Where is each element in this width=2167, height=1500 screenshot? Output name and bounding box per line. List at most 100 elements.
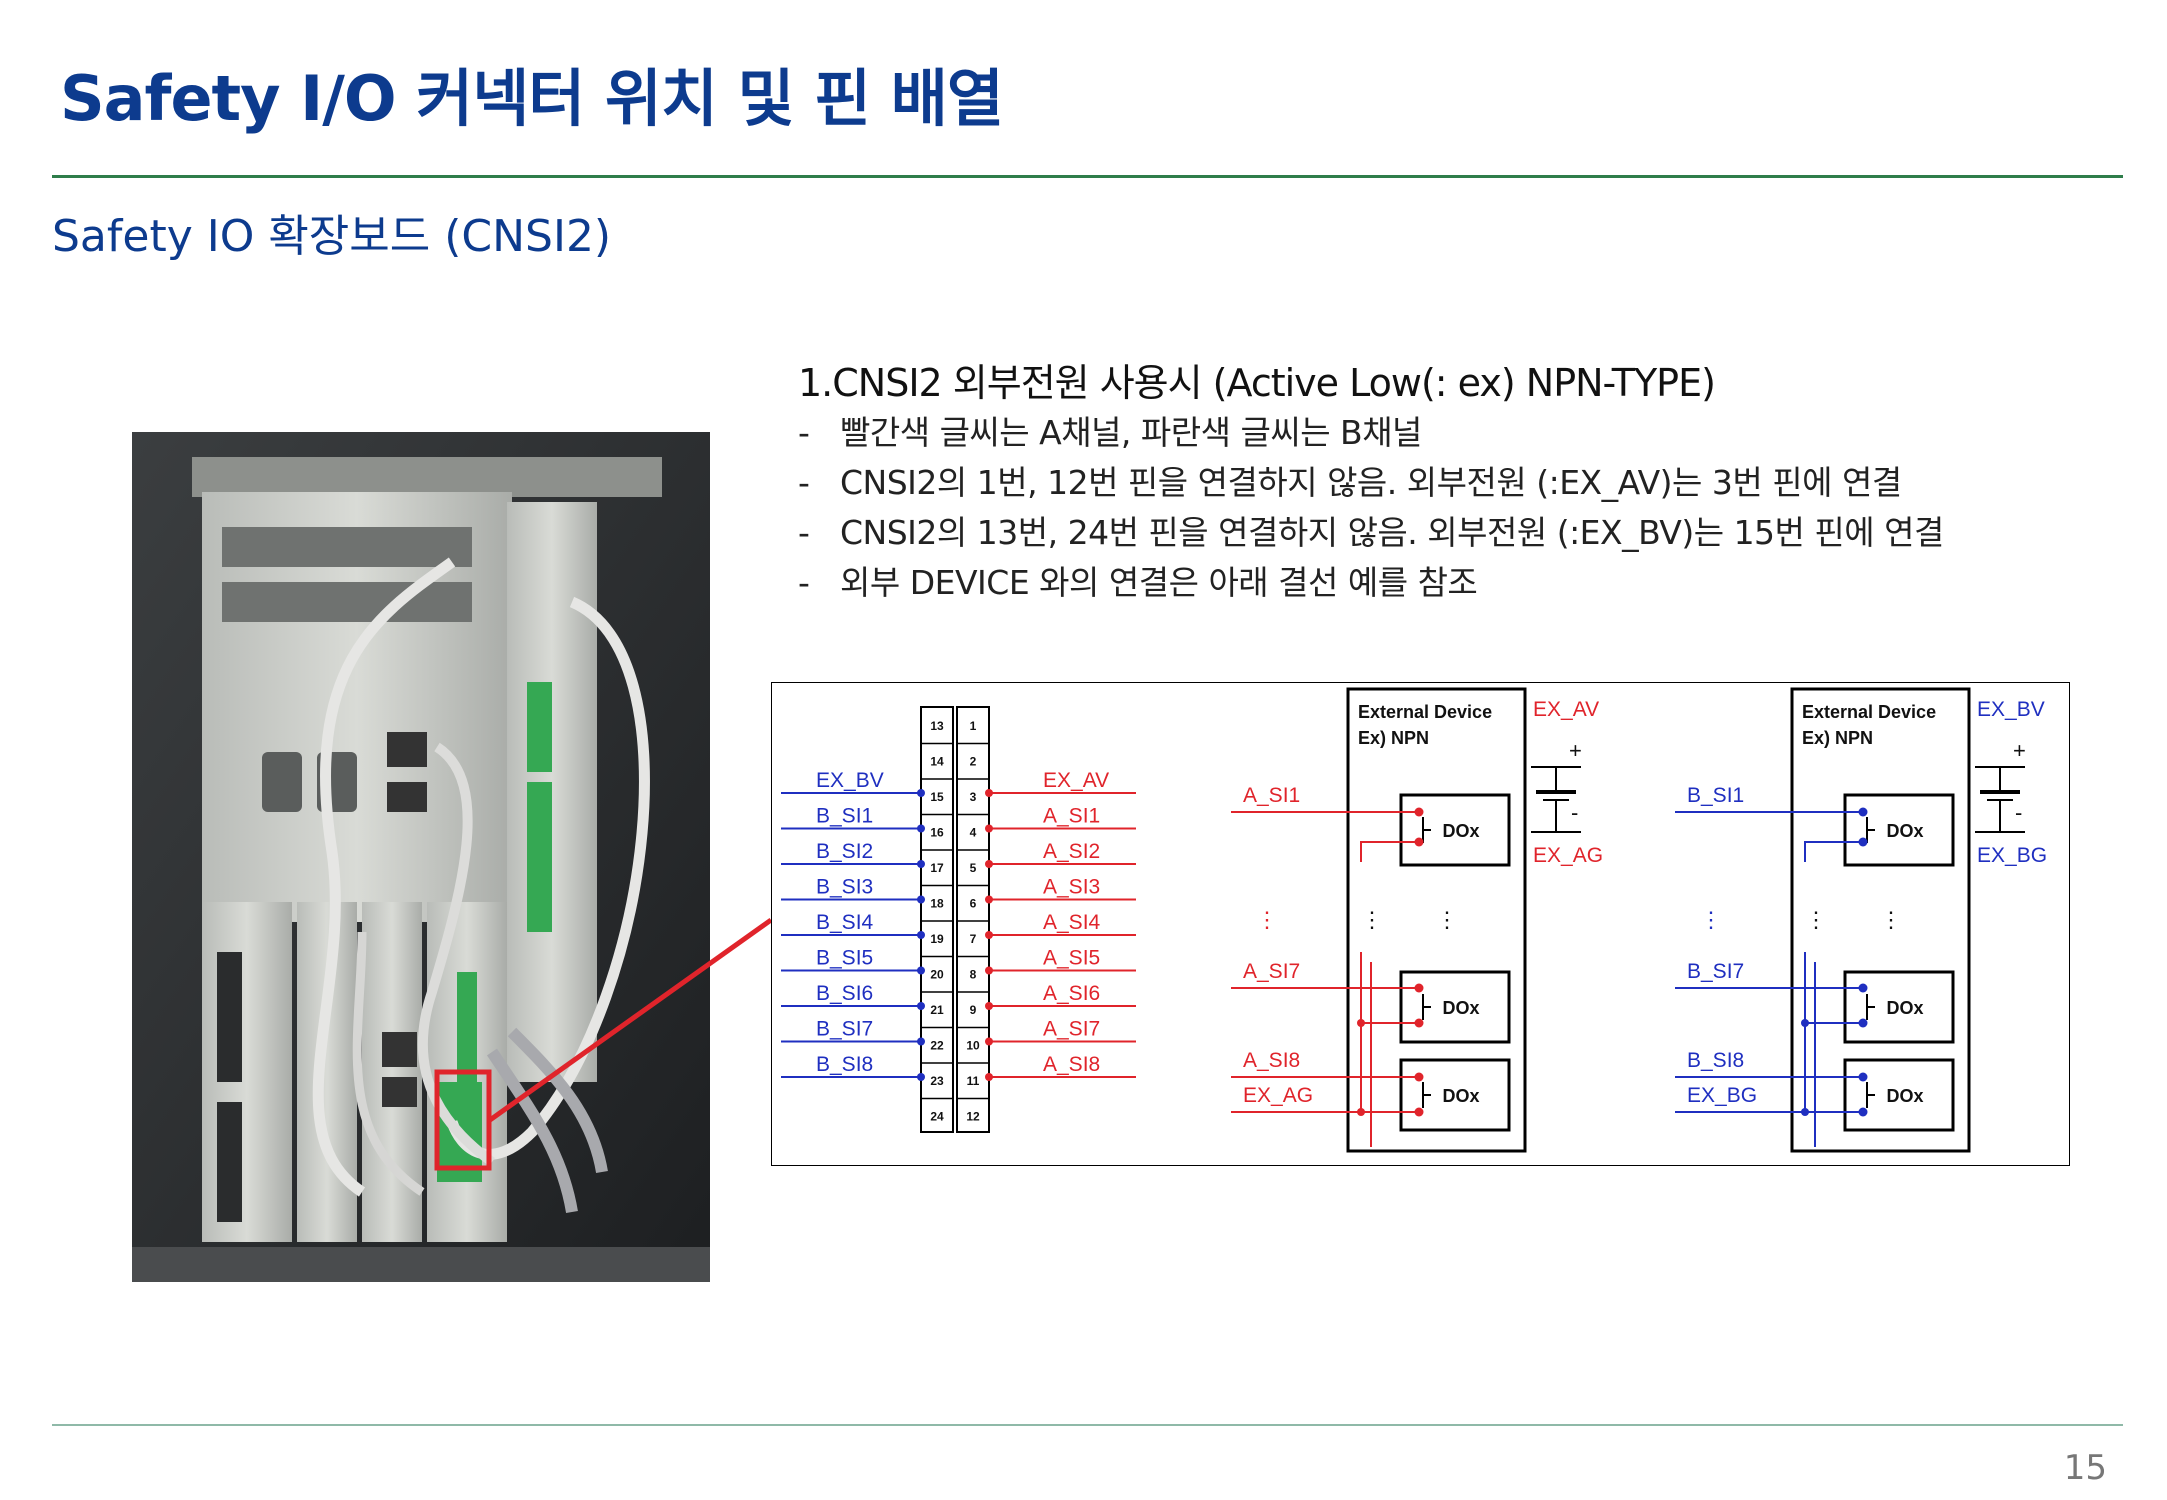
bullet-marker: -: [798, 563, 810, 602]
device-a-junction-dot: [1357, 1108, 1365, 1116]
pin-number: 7: [970, 932, 977, 946]
page-subtitle: Safety IO 확장보드 (CNSI2): [52, 211, 612, 262]
pin-number: 21: [930, 1003, 944, 1017]
supply-a: EX_AV EX_AG + -: [1531, 698, 1603, 867]
pin-number: 10: [966, 1039, 980, 1053]
device-a-ellipsis: ⋮: [1256, 907, 1278, 932]
device-b-ellipsis: ⋮: [1805, 907, 1827, 932]
device-a-title: External Device: [1358, 702, 1492, 722]
device-b-return-wire: [1804, 841, 1863, 862]
b-channel-label: B_SI6: [816, 982, 873, 1005]
pin-number: 24: [930, 1110, 944, 1124]
supply-b-minus: -: [2015, 800, 2022, 825]
supply-b-neg-label: EX_BG: [1977, 844, 2047, 867]
device-b-input-label: EX_BG: [1687, 1084, 1757, 1107]
pin-number: 9: [970, 1003, 977, 1017]
b-pin-dot: [917, 824, 925, 833]
controller-photo: [132, 432, 710, 1282]
device-a-input-label: A_SI7: [1243, 960, 1300, 983]
b-channel-label: B_SI4: [816, 911, 874, 934]
pin-number: 14: [930, 755, 944, 769]
pin-number: 8: [970, 968, 977, 982]
pin-number: 12: [966, 1110, 980, 1124]
device-a-input-label: A_SI1: [1243, 784, 1300, 807]
bullet-marker: -: [798, 513, 810, 552]
a-channel-label: A_SI3: [1043, 876, 1100, 899]
a-channel-label: A_SI5: [1043, 947, 1100, 970]
a-channel-label: A_SI6: [1043, 982, 1100, 1005]
a-pin-dot: [985, 860, 993, 868]
supply-a-plus: +: [1569, 738, 1582, 763]
section-heading: 1.CNSI2 외부전원 사용시 (Active Low(: ex) NPN-T…: [798, 361, 1716, 405]
a-pin-dot: [985, 966, 993, 975]
bullet-list: -빨간색 글씨는 A채널, 파란색 글씨는 B채널 -CNSI2의 1번, 12…: [798, 408, 1944, 608]
device-b-terminal-dot: [1858, 1018, 1868, 1028]
device-a-ellipsis: ⋮: [1361, 907, 1383, 932]
bullet-item: -빨간색 글씨는 A채널, 파란색 글씨는 B채널: [798, 408, 1944, 458]
bullet-item: -외부 DEVICE 와의 연결은 아래 결선 예를 참조: [798, 558, 1944, 608]
b-pin-dot: [917, 1073, 925, 1081]
pin-number: 18: [930, 897, 944, 911]
b-channel-label: B_SI8: [816, 1053, 873, 1076]
device-b-junction-dot: [1801, 1019, 1809, 1027]
a-channel-label: A_SI1: [1043, 805, 1100, 828]
device-b-subtitle: Ex) NPN: [1802, 728, 1873, 748]
a-pin-dot: [985, 1037, 993, 1046]
a-channel-label: A_SI8: [1043, 1053, 1100, 1076]
b-pin-dot: [917, 1037, 925, 1046]
page-title: Safety I/O 커넥터 위치 및 핀 배열: [60, 62, 1004, 135]
pin-number: 6: [970, 897, 977, 911]
device-a-output-box: [1399, 793, 1511, 867]
device-a-terminal-dot: [1414, 837, 1424, 847]
device-b-ellipsis: ⋮: [1700, 907, 1722, 932]
device-b-title: External Device: [1802, 702, 1936, 722]
device-a-terminal-dot: [1414, 1018, 1424, 1028]
device-b-input-label: B_SI8: [1687, 1049, 1744, 1072]
pin-number: 16: [930, 826, 944, 840]
device-b-terminal-dot: [1858, 837, 1868, 847]
bullet-item: -CNSI2의 1번, 12번 핀을 연결하지 않음. 외부전원 (:EX_AV…: [798, 458, 1944, 508]
pin-number: 23: [930, 1074, 944, 1088]
pin-number: 3: [970, 790, 977, 804]
b-channel-label: B_SI1: [816, 805, 873, 828]
bullet-item: -CNSI2의 13번, 24번 핀을 연결하지 않음. 외부전원 (:EX_B…: [798, 508, 1944, 558]
bullet-marker: -: [798, 463, 810, 502]
b-channel-label: B_SI2: [816, 840, 873, 863]
b-pin-dot: [917, 931, 925, 939]
device-b-output-label: DOx: [1886, 998, 1923, 1018]
device-b-terminal-dot: [1858, 807, 1868, 817]
pin-number: 19: [930, 932, 944, 946]
a-channel-label: A_SI7: [1043, 1018, 1100, 1041]
device-b-input-label: B_SI7: [1687, 960, 1744, 983]
device-b-terminal-dot: [1858, 1107, 1868, 1117]
a-pin-dot: [985, 824, 993, 833]
pin-number: 2: [970, 755, 977, 769]
b-pin-dot: [917, 789, 925, 797]
device-a-output-label: DOx: [1442, 821, 1479, 841]
device-a-terminal-dot: [1414, 983, 1424, 993]
device-b-output-box: [1843, 1058, 1955, 1132]
device-a-return-wire: [1360, 841, 1419, 862]
supply-a-neg-label: EX_AG: [1533, 844, 1603, 867]
b-pin-dot: [917, 966, 925, 975]
device-a-junction-dot: [1357, 1019, 1365, 1027]
device-b-ellipsis: ⋮: [1880, 907, 1902, 932]
device-b-terminal-dot: [1858, 1072, 1868, 1082]
b-channel-label: EX_BV: [816, 769, 884, 792]
supply-a-minus: -: [1571, 800, 1578, 825]
page-number: 15: [2063, 1448, 2107, 1488]
bullet-marker: -: [798, 413, 810, 452]
pin-number: 4: [970, 826, 977, 840]
device-a-subtitle: Ex) NPN: [1358, 728, 1429, 748]
device-b-junction-dot: [1801, 1108, 1809, 1116]
device-a-output-label: DOx: [1442, 998, 1479, 1018]
pin-number: 1: [970, 719, 977, 733]
b-channel-label: B_SI3: [816, 876, 873, 899]
a-channel-label: A_SI4: [1043, 911, 1101, 934]
a-pin-dot: [985, 895, 993, 904]
b-pin-dot: [917, 1002, 925, 1010]
pin-number: 20: [930, 968, 944, 982]
pin-number: 22: [930, 1039, 944, 1053]
